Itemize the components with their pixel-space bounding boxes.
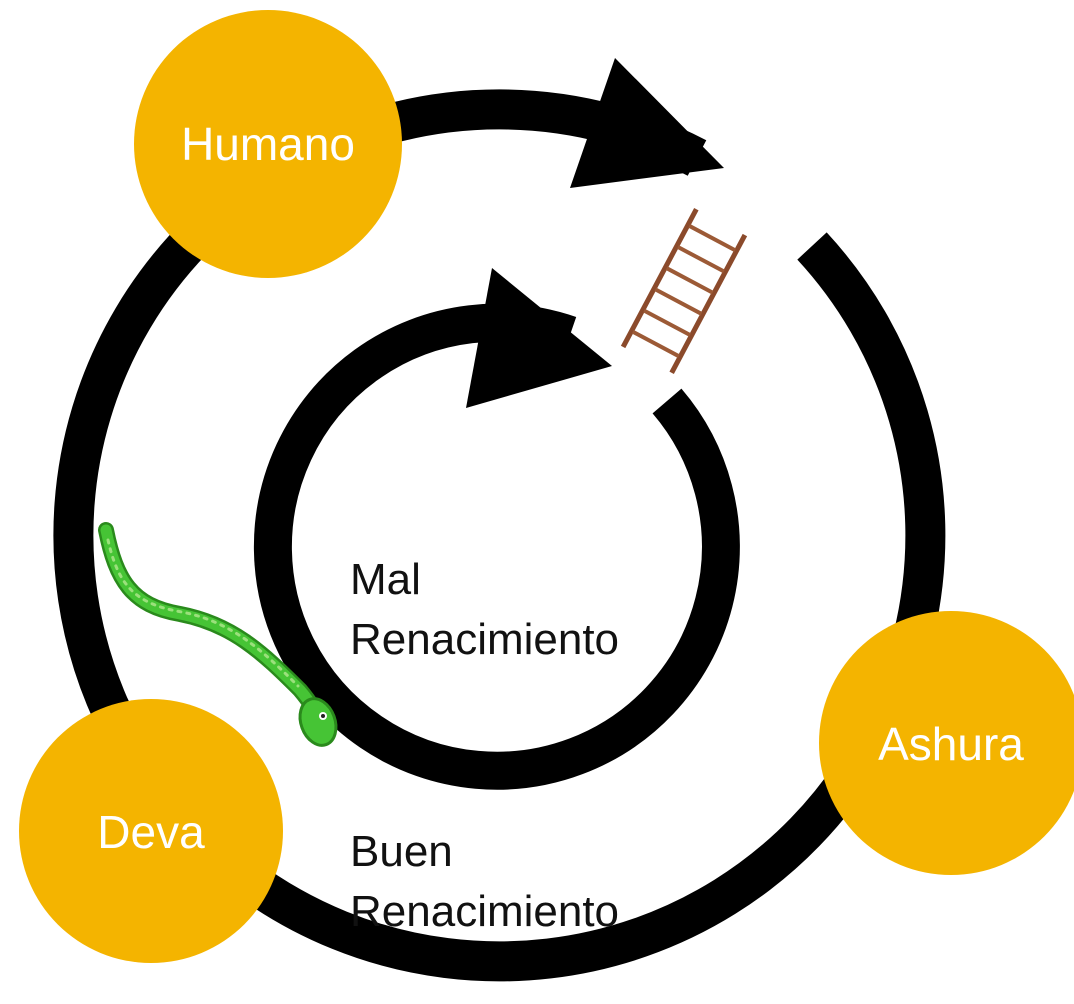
inner-cycle-ring bbox=[253, 303, 740, 790]
node-humano-label: Humano bbox=[181, 118, 355, 170]
outer-label-line1: Buen bbox=[350, 827, 453, 876]
outer-arrowhead bbox=[570, 58, 724, 188]
node-ashura-label: Ashura bbox=[878, 718, 1024, 770]
snake-icon bbox=[98, 522, 338, 747]
inner-arrowhead bbox=[466, 268, 612, 408]
outer-label-line2: Renacimiento bbox=[350, 887, 619, 936]
node-deva: Deva bbox=[19, 699, 283, 963]
node-deva-label: Deva bbox=[97, 806, 205, 858]
node-humano: Humano bbox=[134, 10, 402, 278]
node-ashura: Ashura bbox=[819, 611, 1074, 875]
ladder-icon bbox=[620, 208, 748, 374]
inner-label-line1: Mal bbox=[350, 555, 421, 604]
inner-label-line2: Renacimiento bbox=[350, 615, 619, 664]
